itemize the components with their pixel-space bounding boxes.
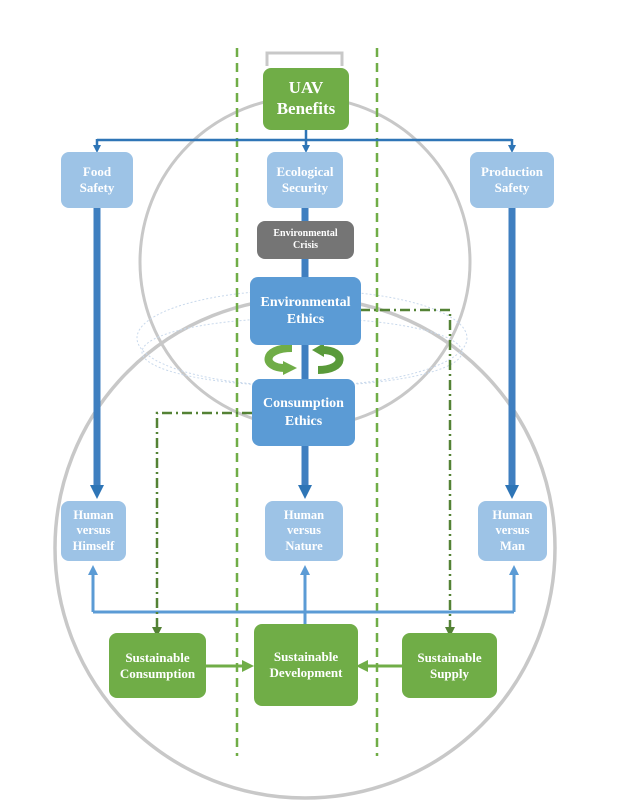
top-bracket bbox=[265, 51, 344, 66]
environmental-crisis-node[interactable]: Environmental Crisis bbox=[257, 221, 354, 259]
cycle-arrow-right-icon bbox=[312, 343, 344, 374]
human-versus-nature-node[interactable]: Human versus Nature bbox=[265, 501, 343, 561]
uav-benefits-node[interactable]: UAV Benefits bbox=[263, 68, 349, 130]
human-versus-man-node[interactable]: Human versus Man bbox=[478, 501, 547, 561]
cycle-arrow-left-icon bbox=[264, 344, 297, 375]
consumption-ethics-to-consumption-dashdot bbox=[152, 411, 252, 637]
consumption-ethics-node[interactable]: Consumption Ethics bbox=[252, 379, 355, 446]
sustainable-consumption-node[interactable]: Sustainable Consumption bbox=[109, 633, 206, 698]
human-versus-himself-node[interactable]: Human versus Himself bbox=[61, 501, 126, 561]
ethics-to-supply-dashdot bbox=[360, 308, 455, 637]
food-safety-node[interactable]: Food Safety bbox=[61, 152, 133, 208]
production-safety-node[interactable]: Production Safety bbox=[470, 152, 554, 208]
sustainable-development-node[interactable]: Sustainable Development bbox=[254, 624, 358, 706]
environmental-ethics-node[interactable]: Environmental Ethics bbox=[250, 277, 361, 345]
sustainable-supply-node[interactable]: Sustainable Supply bbox=[402, 633, 497, 698]
ecological-security-node[interactable]: Ecological Security bbox=[267, 152, 343, 208]
